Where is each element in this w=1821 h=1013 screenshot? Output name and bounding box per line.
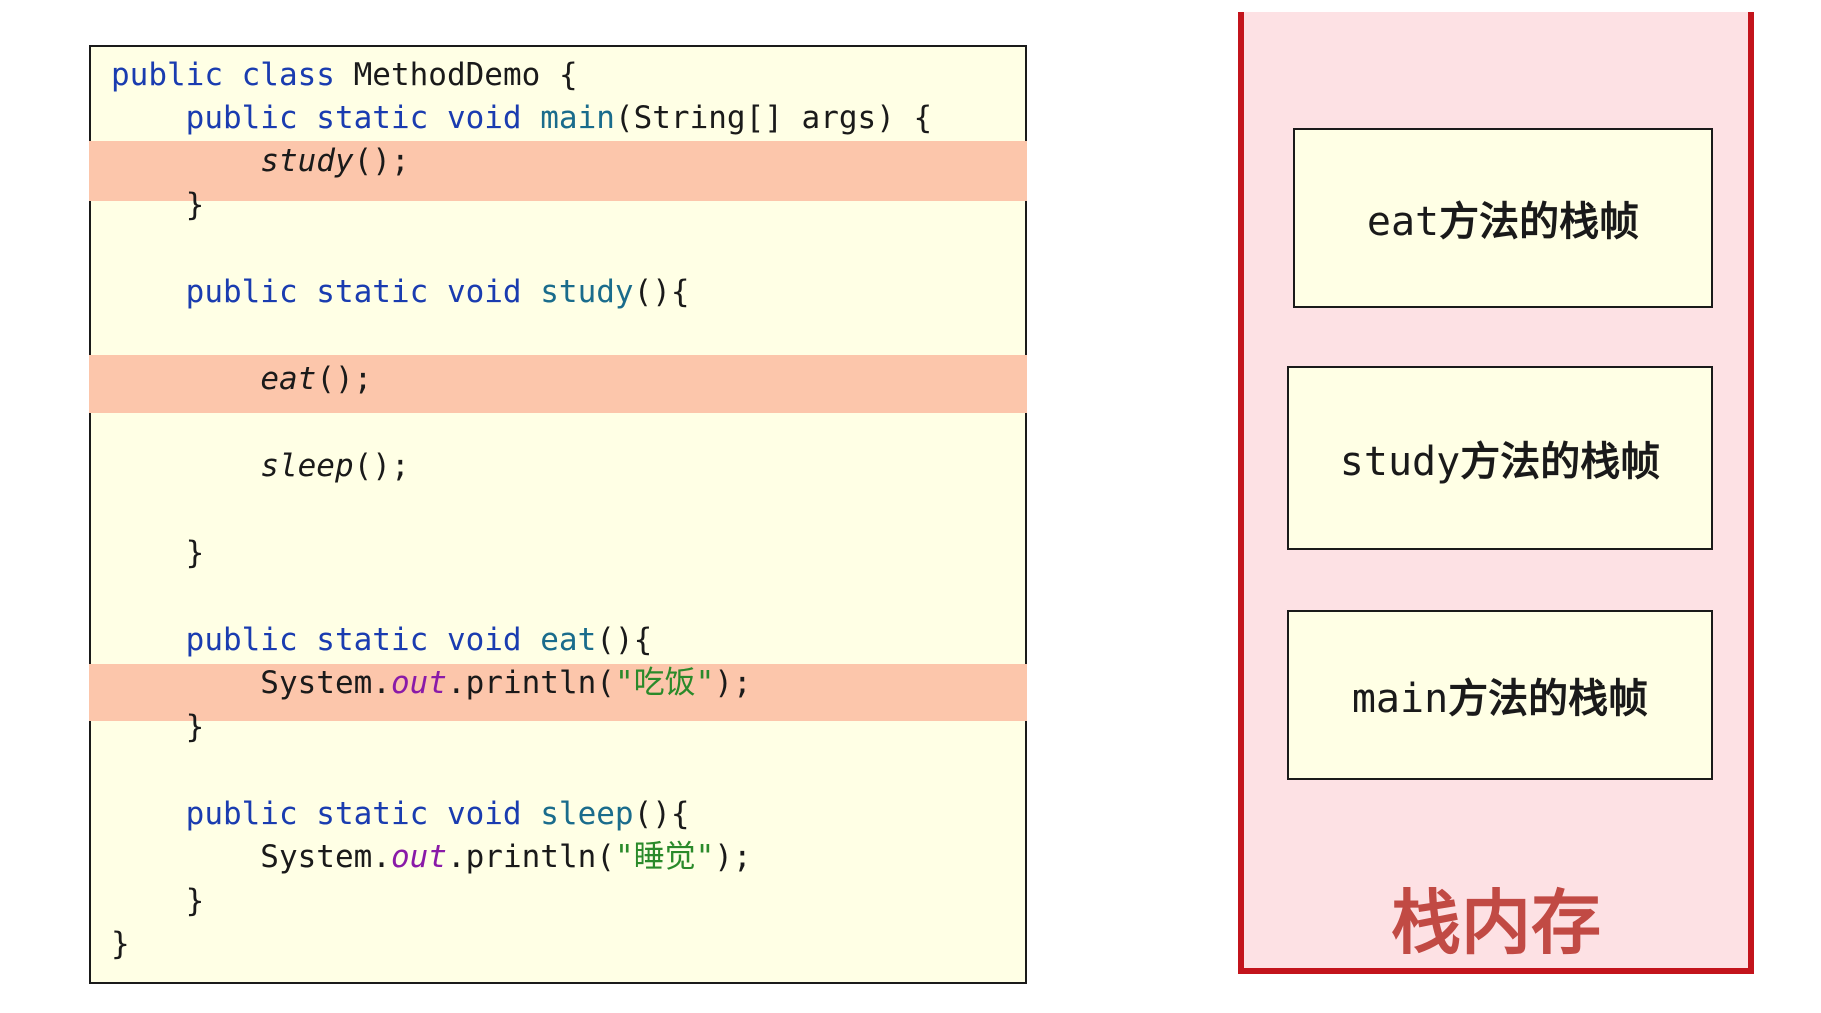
highlight-band bbox=[89, 664, 1027, 721]
code-token: study bbox=[540, 274, 634, 310]
code-token: (); bbox=[316, 361, 373, 397]
code-token: sleep bbox=[540, 796, 634, 832]
code-token: public class bbox=[111, 57, 354, 93]
code-token: } bbox=[111, 709, 205, 745]
code-token: ); bbox=[714, 839, 752, 875]
stack-frame-study: study方法的栈帧 bbox=[1287, 366, 1713, 550]
code-line: } bbox=[111, 922, 130, 966]
code-token: System. bbox=[111, 665, 391, 701]
code-token: "睡觉" bbox=[614, 839, 715, 875]
stack-title: 栈内存 bbox=[1391, 882, 1601, 964]
code-token: sleep bbox=[260, 448, 354, 484]
code-token: .println( bbox=[446, 839, 615, 875]
stack-frame-label: main方法的栈帧 bbox=[1351, 676, 1649, 722]
code-line: System.out.println("吃饭"); bbox=[111, 661, 752, 705]
code-token: public static void bbox=[111, 274, 541, 310]
stack-frame-label: eat方法的栈帧 bbox=[1366, 199, 1640, 245]
code-token: public static void bbox=[111, 100, 541, 136]
code-token: public static void bbox=[111, 622, 541, 658]
code-line: public static void study(){ bbox=[111, 270, 690, 314]
code-token: (); bbox=[353, 448, 410, 484]
code-token: out bbox=[390, 665, 447, 701]
stack-frame-main: main方法的栈帧 bbox=[1287, 610, 1713, 780]
code-token: (String[] args) { bbox=[614, 100, 933, 136]
code-token: } bbox=[111, 535, 205, 571]
code-panel: public class MethodDemo { public static … bbox=[89, 45, 1027, 984]
code-line: System.out.println("睡觉"); bbox=[111, 835, 752, 879]
code-token: (){ bbox=[596, 622, 653, 658]
code-line: study(); bbox=[111, 139, 410, 183]
code-line: } bbox=[111, 705, 205, 749]
code-line: sleep(); bbox=[111, 444, 410, 488]
code-token: } bbox=[111, 926, 130, 962]
stack-memory: eat方法的栈帧 study方法的栈帧 main方法的栈帧 栈内存 bbox=[1238, 12, 1754, 974]
stack-frame-label: study方法的栈帧 bbox=[1339, 439, 1661, 485]
code-line: } bbox=[111, 183, 205, 227]
code-line: public static void sleep(){ bbox=[111, 792, 690, 836]
stack-frame-eat: eat方法的栈帧 bbox=[1293, 128, 1713, 308]
code-token: eat bbox=[540, 622, 597, 658]
code-token: (); bbox=[353, 143, 410, 179]
code-token: out bbox=[390, 839, 447, 875]
code-token: System. bbox=[111, 839, 391, 875]
code-token: ); bbox=[714, 665, 752, 701]
code-token: main bbox=[540, 100, 615, 136]
code-token bbox=[111, 361, 260, 397]
highlight-band bbox=[89, 141, 1027, 201]
code-token: study bbox=[260, 143, 354, 179]
code-token: } bbox=[111, 187, 205, 223]
code-token: MethodDemo { bbox=[353, 57, 578, 93]
code-token bbox=[111, 448, 260, 484]
code-token bbox=[111, 143, 260, 179]
code-line: public static void main(String[] args) { bbox=[111, 96, 933, 140]
code-line: } bbox=[111, 531, 205, 575]
code-token: (){ bbox=[633, 796, 690, 832]
code-line: } bbox=[111, 879, 205, 923]
code-token: } bbox=[111, 883, 205, 919]
code-token: "吃饭" bbox=[614, 665, 715, 701]
code-line: eat(); bbox=[111, 357, 372, 401]
code-token: (){ bbox=[633, 274, 690, 310]
code-token: .println( bbox=[446, 665, 615, 701]
code-token: public static void bbox=[111, 796, 541, 832]
code-line: public class MethodDemo { bbox=[111, 53, 578, 97]
code-line: public static void eat(){ bbox=[111, 618, 653, 662]
highlight-band bbox=[89, 355, 1027, 413]
code-token: eat bbox=[260, 361, 317, 397]
